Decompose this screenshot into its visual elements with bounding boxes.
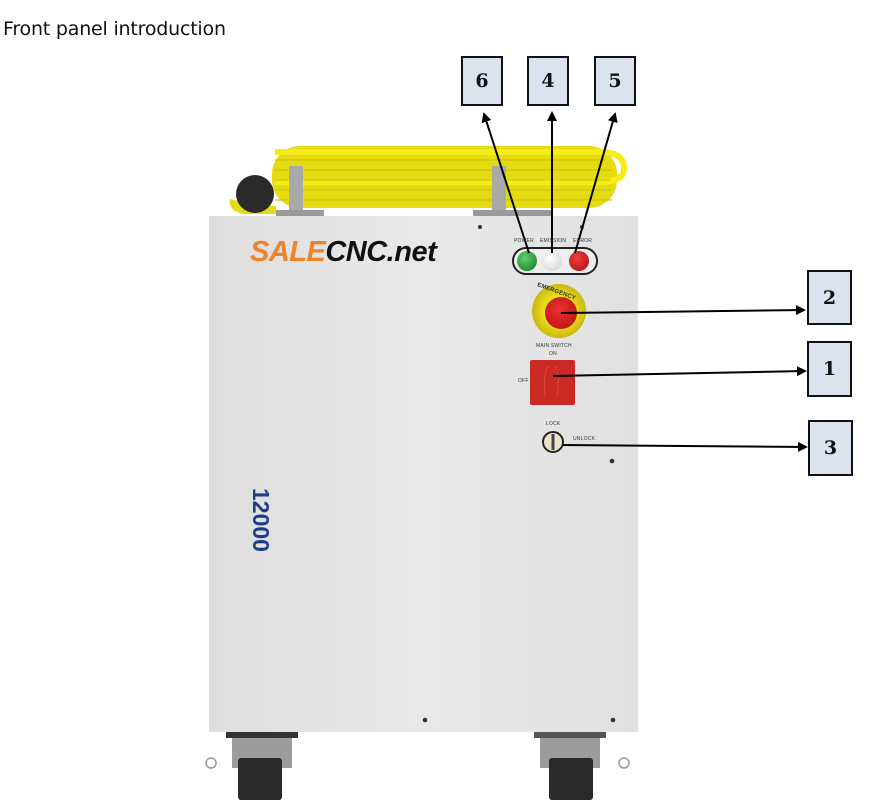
brand-logo: SALECNC.net	[250, 236, 437, 269]
switch-off-label: OFF	[518, 378, 529, 384]
lock-label: LOCK	[546, 421, 561, 427]
power-label: POWER	[514, 238, 534, 244]
model-number: 12000	[248, 488, 274, 552]
power-indicator-light	[517, 251, 537, 271]
callout-4: 4	[527, 56, 569, 106]
model-number-wrap: 12000	[248, 488, 338, 552]
callout-2: 2	[807, 270, 852, 325]
callout-1: 1	[807, 341, 852, 397]
caster-right	[534, 732, 630, 800]
brand-logo-prefix: SALE	[250, 236, 326, 268]
callout-leaders	[481, 111, 808, 452]
error-label: ERROR	[573, 238, 593, 244]
brand-logo-suffix: CNC.net	[325, 236, 437, 268]
unlock-label: UNLOCK	[573, 436, 596, 442]
main-switch[interactable]	[530, 360, 575, 405]
emission-label: EMISSION	[540, 238, 567, 244]
fiber-connector-cap	[236, 175, 274, 213]
caster-left	[205, 732, 298, 800]
main-switch-label: MAIN SWITCH	[536, 343, 572, 349]
fiber-cable-coil	[229, 146, 628, 216]
callout-3: 3	[808, 420, 853, 476]
error-indicator-light	[569, 251, 589, 271]
callout-5: 5	[594, 56, 636, 106]
emission-indicator-light	[542, 251, 562, 271]
switch-on-label: ON	[549, 351, 557, 357]
callout-6: 6	[461, 56, 503, 106]
page-heading: Front panel introduction	[3, 18, 226, 40]
